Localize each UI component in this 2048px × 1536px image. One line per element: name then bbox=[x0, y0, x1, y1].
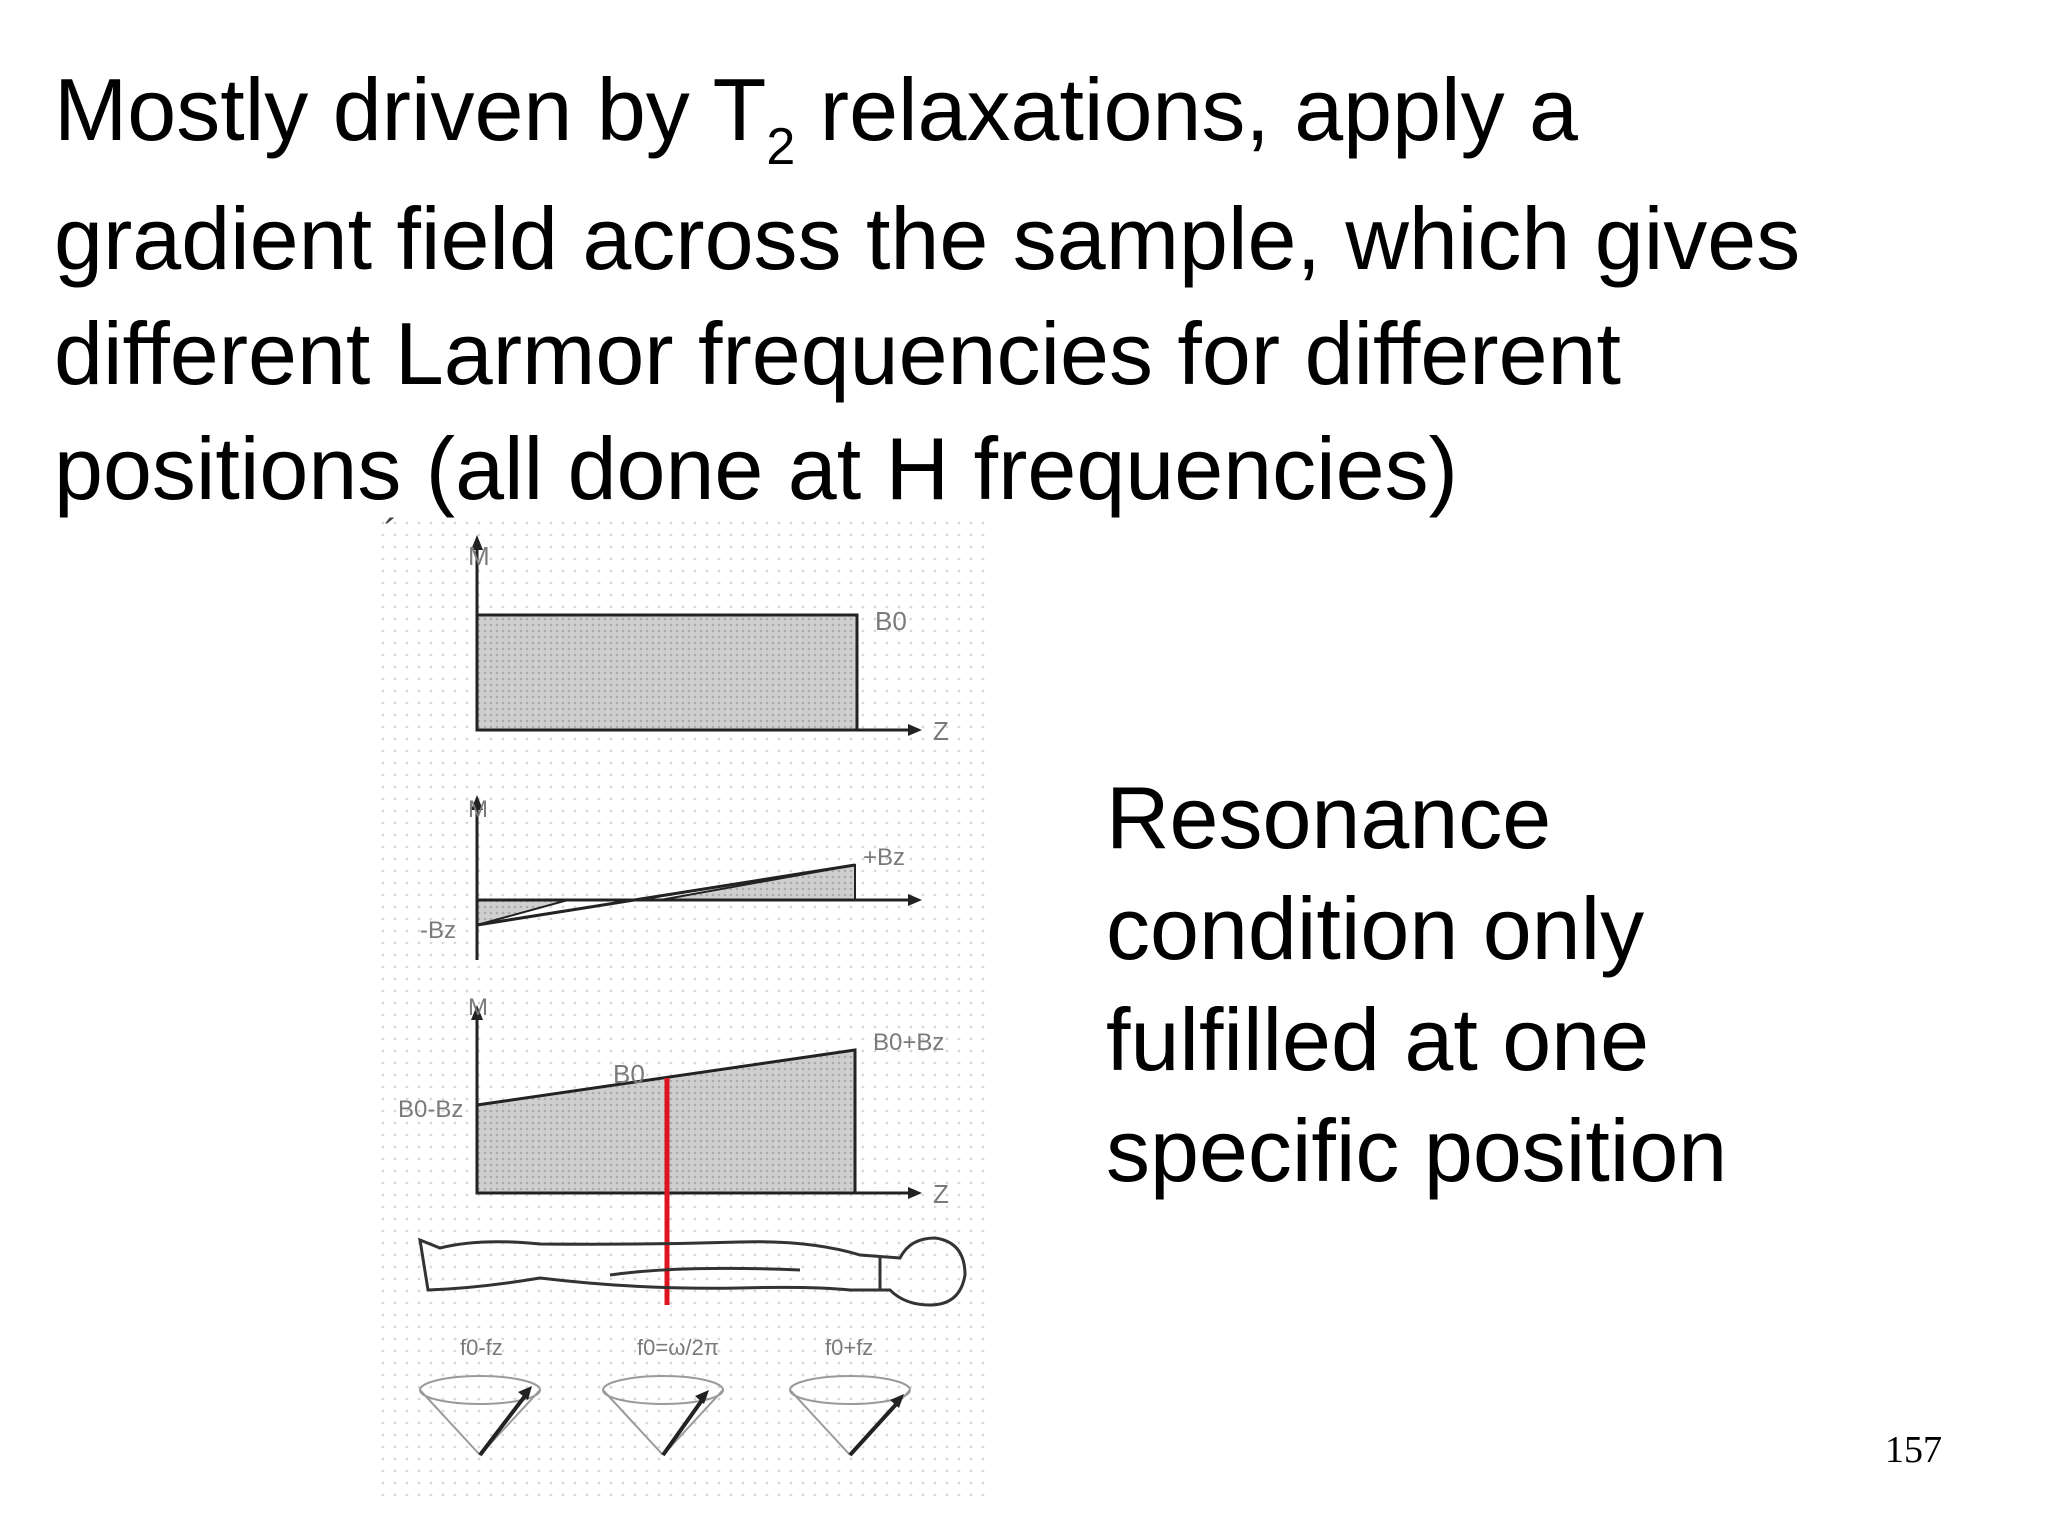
title-line-1: Mostly driven by T2 relaxations, apply a bbox=[54, 60, 1578, 176]
uniform-field-area bbox=[475, 613, 859, 732]
panel-gradient: M +Bz -Bz bbox=[420, 795, 922, 960]
patient-body-outline bbox=[418, 1236, 967, 1307]
slide-title: Mostly driven by T2 relaxations, apply a… bbox=[54, 52, 2004, 526]
precession-cone-left bbox=[419, 1375, 541, 1457]
precession-cone-center bbox=[602, 1375, 724, 1457]
panel3-x-arrow bbox=[908, 1187, 922, 1199]
side-line-2: condition only bbox=[1106, 879, 1645, 978]
panel1-label-b0: B0 bbox=[875, 606, 907, 636]
title-line-3: different Larmor frequencies for differe… bbox=[54, 304, 1621, 403]
panel2-y-arrow bbox=[471, 795, 483, 810]
freq-label-left: f0-fz bbox=[460, 1335, 503, 1360]
panel2-label-plus-bz: +Bz bbox=[863, 844, 905, 871]
side-line-3: fulfilled at one bbox=[1106, 990, 1650, 1089]
panel-total-field: M Z B0+Bz B0-Bz B0 bbox=[398, 994, 949, 1305]
panel2-x-arrow bbox=[908, 894, 922, 906]
title-line-2: gradient field across the sample, which … bbox=[54, 189, 1801, 288]
gradient-field-diagram: M Z B0 M +Bz -Bz M Z B0+Bz B0-Bz B0 f0-f… bbox=[380, 520, 990, 1500]
resonance-explanation: Resonance condition only fulfilled at on… bbox=[1106, 762, 1866, 1206]
panel3-y-arrow bbox=[471, 1005, 483, 1020]
freq-label-right: f0+fz bbox=[825, 1335, 873, 1360]
panel3-label-b0-minus-bz: B0-Bz bbox=[398, 1096, 463, 1123]
side-line-4: specific position bbox=[1106, 1101, 1728, 1200]
panel-uniform-field: M Z B0 bbox=[468, 535, 949, 746]
page-number: 157 bbox=[1885, 1429, 1942, 1471]
gradient-line bbox=[476, 863, 856, 927]
panel1-y-arrow bbox=[471, 535, 483, 550]
panel3-label-b0-plus-bz: B0+Bz bbox=[873, 1029, 944, 1056]
panel3-label-m: M bbox=[468, 994, 488, 1021]
freq-label-center: f0=ω/2π bbox=[637, 1335, 719, 1360]
panel2-label-m: M bbox=[468, 796, 488, 823]
panel1-label-z: Z bbox=[933, 716, 949, 746]
side-line-1: Resonance bbox=[1106, 768, 1552, 867]
panel1-label-m: M bbox=[468, 541, 490, 571]
precession-cone-right bbox=[789, 1375, 911, 1457]
title-line-4: positions (all done at H frequencies) bbox=[54, 419, 1458, 518]
subscript-2: 2 bbox=[766, 118, 796, 176]
panel2-label-minus-bz: -Bz bbox=[420, 917, 456, 944]
panel1-x-arrow bbox=[908, 724, 922, 736]
panel3-label-b0-marker: B0 bbox=[613, 1059, 645, 1089]
panel3-label-z: Z bbox=[933, 1179, 949, 1209]
